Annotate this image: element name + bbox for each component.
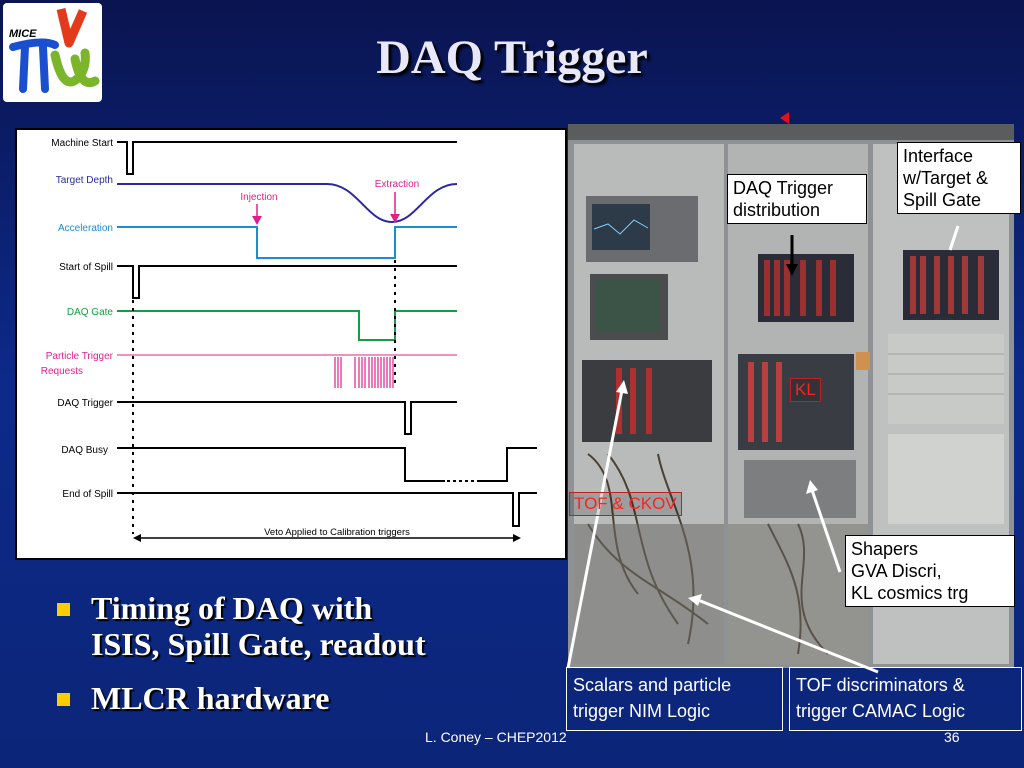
label-machine-start: Machine Start (51, 138, 113, 149)
end-of-spill-trace (117, 492, 537, 527)
callout-interface-line3: Spill Gate (903, 190, 982, 210)
label-end-of-spill: End of Spill (62, 489, 113, 500)
box-scalars: Scalars and particle trigger NIM Logic (566, 667, 783, 731)
callout-daq-trigger-distribution: DAQ Trigger distribution (727, 174, 867, 224)
veto-arrowhead-right (513, 534, 521, 542)
callout-interface-line2: w/Target & (903, 168, 989, 188)
box-tof-line1: TOF discriminators & (796, 675, 965, 695)
logo-text: MICE (9, 28, 37, 40)
label-acceleration: Acceleration (58, 223, 113, 234)
arrowhead-shapers (806, 480, 818, 494)
arrowhead-tof-discriminators (688, 594, 702, 606)
target-depth-trace (117, 183, 458, 224)
callout-shapers: Shapers GVA Discri, KL cosmics trg (845, 535, 1015, 607)
veto-arrowhead-left (133, 534, 141, 542)
daq-gate-trace (117, 310, 457, 341)
footer-page-number: 36 (944, 729, 960, 745)
box-scalars-line1: Scalars and particle (573, 675, 732, 695)
start-of-spill-trace (117, 265, 457, 299)
machine-start-trace (117, 141, 457, 175)
box-tof-discriminators: TOF discriminators & trigger CAMAC Logic (789, 667, 1022, 731)
callout-daq-trigger-line2: distribution (733, 200, 821, 220)
callout-tof-ckov: TOF & CKOV (569, 492, 682, 516)
footer-author: L. Coney – CHEP2012 (425, 729, 567, 745)
callout-shapers-line1: Shapers (851, 539, 919, 559)
mice-logo: MICE (3, 3, 102, 102)
bullet-item: Timing of DAQ with ISIS, Spill Gate, rea… (55, 590, 426, 662)
arrow-scalars (566, 389, 624, 669)
slide-title: DAQ Trigger (376, 31, 648, 84)
timing-diagram: Machine Start Target Depth Acceleration … (15, 128, 567, 560)
callout-kl: KL (790, 378, 821, 402)
callout-interface-line1: Interface (903, 146, 974, 166)
red-pointer-marker (780, 112, 789, 124)
box-scalars-line2: trigger NIM Logic (573, 701, 711, 721)
daq-busy-trace-end (477, 447, 537, 482)
arrow-shapers (810, 489, 842, 573)
extraction-label: Extraction (375, 179, 419, 190)
label-daq-gate: DAQ Gate (67, 307, 114, 318)
injection-label: Injection (240, 192, 277, 203)
callout-daq-trigger-line1: DAQ Trigger (733, 178, 834, 198)
daq-busy-trace (117, 447, 445, 482)
veto-label: Veto Applied to Calibration triggers (264, 527, 410, 538)
arrow-interface (948, 225, 960, 251)
box-tof-line2: trigger CAMAC Logic (796, 701, 966, 721)
bullet-list: Timing of DAQ with ISIS, Spill Gate, rea… (55, 590, 426, 734)
label-particle-trigger: Particle Trigger (46, 351, 114, 362)
arrow-tof-discriminators (697, 598, 879, 674)
bullet-2-line1: MLCR hardware (91, 680, 330, 716)
bullet-1-line2: ISIS, Spill Gate, readout (91, 626, 426, 662)
mice-logo-graphic: MICE (9, 7, 100, 93)
daq-trigger-trace (117, 401, 457, 435)
label-particle-trigger-requests: Requests (41, 366, 83, 377)
bullet-square-icon (57, 693, 70, 706)
label-target-depth: Target Depth (56, 175, 113, 186)
label-daq-trigger: DAQ Trigger (57, 398, 113, 409)
callout-shapers-line2: GVA Discri, (851, 561, 942, 581)
extraction-arrowhead (390, 214, 400, 223)
callout-shapers-line3: KL cosmics trg (851, 583, 969, 603)
particle-trigger-pulses (334, 357, 394, 388)
arrowhead-scalars (616, 380, 628, 394)
bullet-square-icon (57, 603, 70, 616)
bullet-1-line1: Timing of DAQ with (91, 590, 373, 626)
injection-arrowhead (252, 216, 262, 225)
label-start-of-spill: Start of Spill (59, 262, 113, 273)
label-daq-busy: DAQ Busy (61, 445, 108, 456)
arrowhead-daq-trigger-distribution (786, 264, 798, 276)
callout-interface: Interface w/Target & Spill Gate (897, 142, 1021, 214)
timing-diagram-svg: Machine Start Target Depth Acceleration … (41, 138, 537, 542)
bullet-item: MLCR hardware (55, 680, 426, 716)
acceleration-trace (117, 226, 457, 259)
